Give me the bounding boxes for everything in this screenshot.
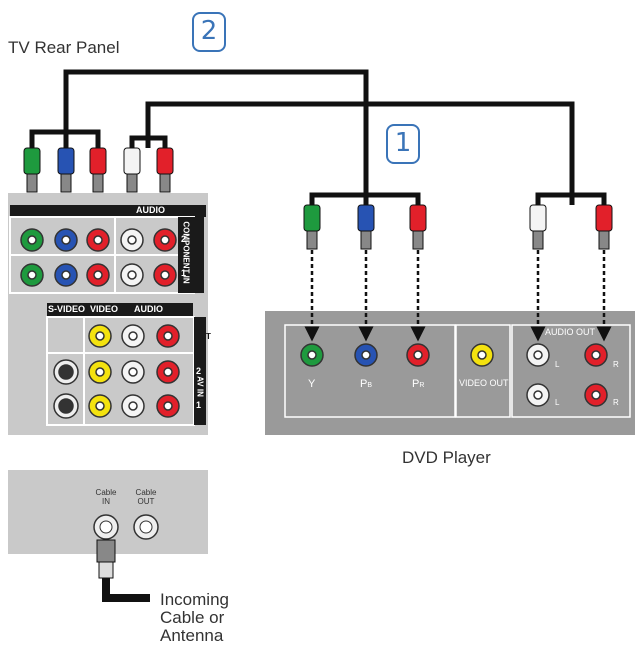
incoming-line-2: Cable or	[160, 608, 225, 627]
svideo-label: S-VIDEO	[48, 304, 86, 314]
pr-label-sub: R	[419, 382, 425, 389]
audio-r-top: R	[613, 360, 619, 369]
pb-label: PB	[360, 378, 372, 390]
cable-in-line-2: IN	[102, 497, 110, 506]
av-row-2: 2	[196, 366, 202, 376]
tv-jacks	[20, 228, 180, 419]
av-audio-label: AUDIO	[134, 304, 163, 314]
dvd-panel	[265, 311, 635, 435]
cable-component	[29, 69, 421, 205]
av-out-line-1: AV	[194, 323, 205, 332]
dvd-plugs	[303, 204, 613, 250]
tv-audio-header: AUDIO	[136, 205, 165, 215]
audio-out-label: AUDIO OUT	[545, 327, 596, 337]
audio-l-bottom: L	[555, 398, 560, 407]
dvd-jacks	[300, 343, 608, 407]
cable-out-line-1: Cable	[135, 488, 157, 497]
component-row-1: 1	[181, 268, 187, 278]
coax-plug	[96, 539, 150, 602]
component-row-2: 2	[181, 234, 187, 244]
incoming-line-3: Antenna	[160, 626, 224, 645]
video-out-label: VIDEO OUT	[459, 378, 509, 388]
audio-r-bottom: R	[613, 398, 619, 407]
pr-label: PR	[412, 378, 424, 390]
av-out-label: AV OUT	[194, 323, 211, 341]
pr-label-main: P	[412, 378, 420, 390]
cable-audio	[129, 101, 607, 205]
cable-out-line-2: OUT	[137, 497, 155, 506]
incoming-line-1: Incoming	[160, 590, 229, 609]
pb-label-sub: B	[367, 382, 373, 389]
tv-plugs	[23, 147, 174, 193]
incoming-label: Incoming Cable or Antenna	[160, 591, 260, 645]
step-2-badge: 2	[192, 12, 226, 52]
step-1-badge: 1	[386, 124, 420, 164]
tv-rear-panel-title: TV Rear Panel	[8, 38, 120, 57]
dvd-player-title: DVD Player	[402, 448, 491, 467]
arrows	[304, 250, 612, 342]
av-row-1: 1	[196, 400, 202, 410]
pb-label-main: P	[360, 378, 368, 390]
cable-out-label: Cable OUT	[134, 488, 158, 506]
video-label: VIDEO	[90, 304, 119, 314]
y-label: Y	[308, 378, 316, 390]
audio-l-top: L	[555, 360, 560, 369]
cable-in-line-1: Cable	[95, 488, 117, 497]
cable-in-label: Cable IN	[94, 488, 118, 506]
av-out-line-2: OUT	[194, 332, 211, 341]
component-in-label: COMPONENT IN	[181, 221, 191, 284]
